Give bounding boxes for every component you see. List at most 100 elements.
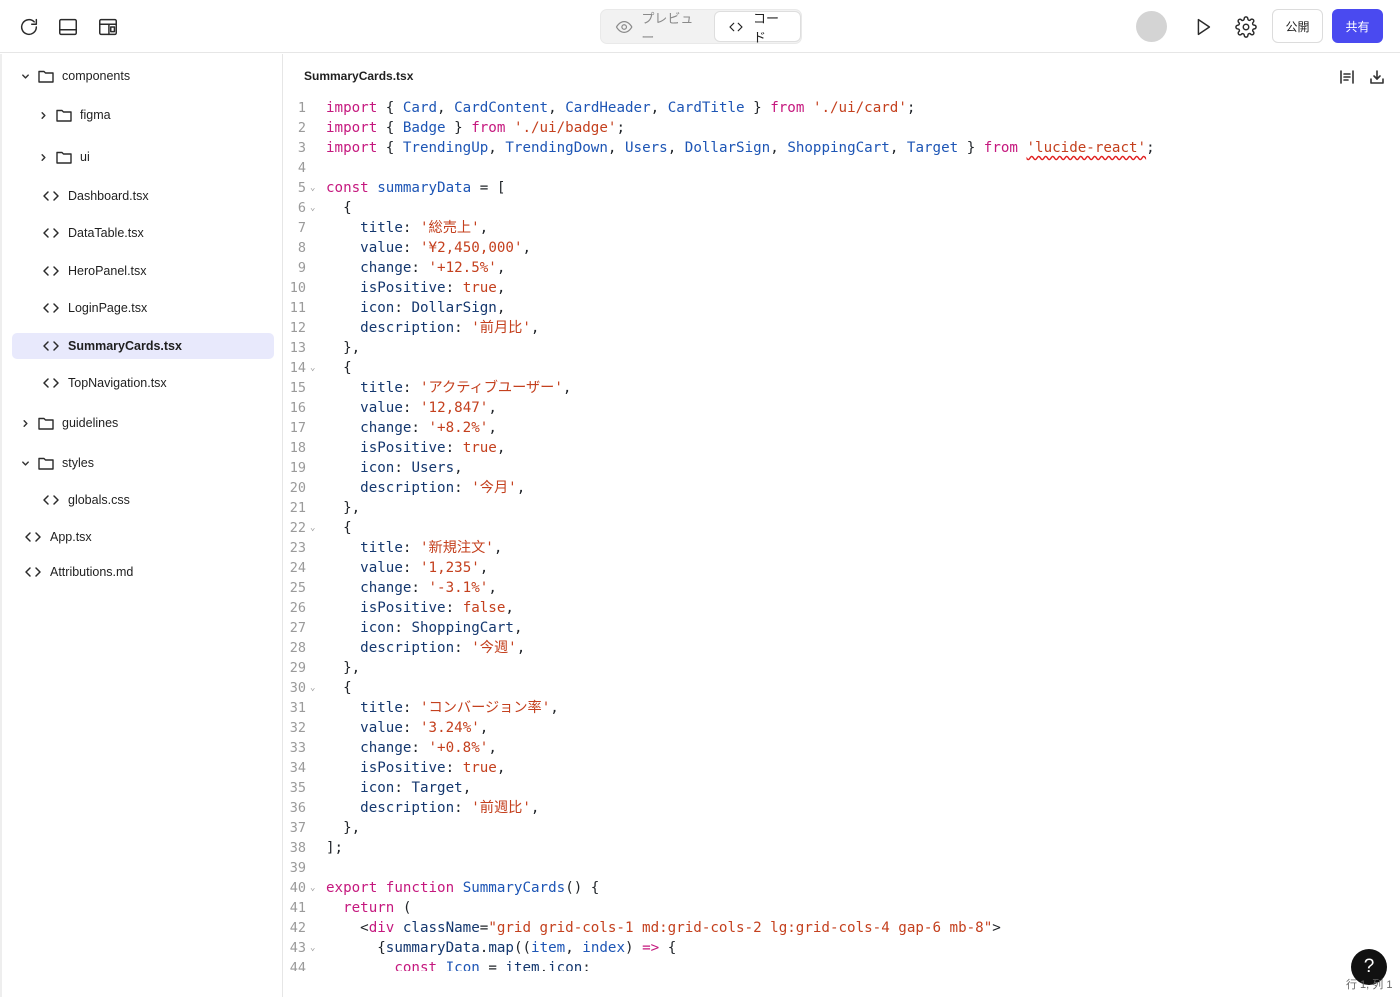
fold-chevron-icon[interactable]: ⌄ [310, 943, 316, 953]
code-token: { [326, 940, 386, 956]
fold-chevron-icon[interactable]: ⌄ [310, 183, 316, 193]
code-line[interactable]: 44 const Icon = item.icon; [284, 958, 1384, 971]
code-line[interactable]: 35 icon: Target, [284, 778, 1384, 798]
code-token: : [402, 220, 420, 236]
code-line[interactable]: 31 title: 'コンバージョン率', [284, 698, 1384, 718]
code-line[interactable]: 9 change: '+12.5%', [284, 258, 1384, 278]
publish-button[interactable]: 公開 [1272, 9, 1323, 43]
code-line[interactable]: 14⌄ { [284, 358, 1384, 378]
code-token [326, 240, 360, 256]
code-text: title: 'アクティブユーザー', [326, 378, 571, 398]
fold-chevron-icon[interactable]: ⌄ [310, 523, 316, 533]
code-line[interactable]: 16 value: '12,847', [284, 398, 1384, 418]
tree-folder-components[interactable]: components [20, 63, 275, 89]
code-line[interactable]: 4 [284, 158, 1384, 178]
play-icon[interactable] [1188, 12, 1218, 42]
code-line[interactable]: 12 description: '前月比', [284, 318, 1384, 338]
code-line[interactable]: 25 change: '-3.1%', [284, 578, 1384, 598]
code-token: true [462, 440, 497, 456]
tree-file-summarycards[interactable]: SummaryCards.tsx [12, 333, 274, 359]
fold-chevron-icon[interactable]: ⌄ [310, 203, 316, 213]
code-file-icon [42, 340, 60, 352]
code-token: { [377, 100, 403, 116]
code-line[interactable]: 22⌄ { [284, 518, 1384, 538]
tree-file-attributions[interactable]: Attributions.md [24, 559, 275, 585]
tree-folder-figma[interactable]: figma [38, 102, 275, 128]
tree-file-topnavigation[interactable]: TopNavigation.tsx [42, 370, 275, 396]
code-line[interactable]: 10 isPositive: true, [284, 278, 1384, 298]
tree-file-app[interactable]: App.tsx [24, 524, 275, 550]
code-line[interactable]: 5⌄const summaryData = [ [284, 178, 1384, 198]
code-line[interactable]: 36 description: '前週比', [284, 798, 1384, 818]
code-line[interactable]: 43⌄ {summaryData.map((item, index) => { [284, 938, 1384, 958]
code-token: change [360, 260, 412, 276]
file-explorer: components figma ui Dashboard.tsx DataTa… [0, 54, 283, 997]
code-line[interactable]: 15 title: 'アクティブユーザー', [284, 378, 1384, 398]
code-line[interactable]: 38]; [284, 838, 1384, 858]
tree-file-globals-css[interactable]: globals.css [42, 487, 275, 513]
code-line[interactable]: 11 icon: DollarSign, [284, 298, 1384, 318]
format-icon[interactable] [1336, 66, 1358, 88]
panel-bottom-icon[interactable] [53, 12, 83, 42]
code-line[interactable]: 29 }, [284, 658, 1384, 678]
refresh-icon[interactable] [14, 12, 44, 42]
code-line[interactable]: 19 icon: Users, [284, 458, 1384, 478]
share-button[interactable]: 共有 [1332, 9, 1383, 43]
code-line[interactable]: 39 [284, 858, 1384, 878]
tree-file-dashboard[interactable]: Dashboard.tsx [42, 183, 275, 209]
tree-folder-guidelines[interactable]: guidelines [20, 410, 275, 436]
tree-folder-ui[interactable]: ui [38, 144, 275, 170]
code-line[interactable]: 34 isPositive: true, [284, 758, 1384, 778]
code-line[interactable]: 42 <div className="grid grid-cols-1 md:g… [284, 918, 1384, 938]
layout-icon[interactable] [93, 12, 123, 42]
line-number: 19 [289, 460, 306, 476]
tree-file-loginpage[interactable]: LoginPage.tsx [42, 295, 275, 321]
code-token: , [513, 620, 523, 636]
fold-chevron-icon[interactable]: ⌄ [310, 883, 316, 893]
code-line[interactable]: 7 title: '総売上', [284, 218, 1384, 238]
code-line[interactable]: 40⌄export function SummaryCards() { [284, 878, 1384, 898]
line-number: 43 [289, 940, 306, 956]
code-line[interactable]: 37 }, [284, 818, 1384, 838]
code-line[interactable]: 41 return ( [284, 898, 1384, 918]
download-icon[interactable] [1366, 66, 1388, 88]
code-line[interactable]: 27 icon: ShoppingCart, [284, 618, 1384, 638]
code-line[interactable]: 6⌄ { [284, 198, 1384, 218]
tree-file-datatable[interactable]: DataTable.tsx [42, 220, 275, 246]
tree-file-heropanel[interactable]: HeroPanel.tsx [42, 258, 275, 284]
fold-chevron-icon[interactable]: ⌄ [310, 683, 316, 693]
code-line[interactable]: 17 change: '+8.2%', [284, 418, 1384, 438]
tree-folder-styles[interactable]: styles [20, 450, 275, 476]
avatar[interactable] [1136, 11, 1167, 42]
code-token [326, 480, 360, 496]
code-line[interactable]: 21 }, [284, 498, 1384, 518]
code-tab[interactable]: コード [714, 11, 801, 45]
code-line[interactable]: 28 description: '今週', [284, 638, 1384, 658]
preview-tab[interactable]: プレビュー [603, 11, 713, 45]
code-line[interactable]: 8 value: '¥2,450,000', [284, 238, 1384, 258]
gear-icon[interactable] [1231, 12, 1261, 42]
line-number: 35 [289, 780, 306, 796]
code-token: icon [360, 300, 395, 316]
code-line[interactable]: 30⌄ { [284, 678, 1384, 698]
code-token: '新規注文' [419, 540, 494, 556]
code-token [326, 380, 360, 396]
code-token: value [360, 240, 403, 256]
code-line[interactable]: 18 isPositive: true, [284, 438, 1384, 458]
fold-chevron-icon[interactable]: ⌄ [310, 363, 316, 373]
code-line[interactable]: 23 title: '新規注文', [284, 538, 1384, 558]
code-token: : [402, 720, 420, 736]
help-button[interactable]: ? [1351, 949, 1387, 985]
code-line[interactable]: 26 isPositive: false, [284, 598, 1384, 618]
code-line[interactable]: 20 description: '今月', [284, 478, 1384, 498]
code-line[interactable]: 33 change: '+0.8%', [284, 738, 1384, 758]
code-token: { [326, 200, 352, 216]
code-line[interactable]: 32 value: '3.24%', [284, 718, 1384, 738]
code-line[interactable]: 13 }, [284, 338, 1384, 358]
code-token: { [326, 360, 352, 376]
code-line[interactable]: 24 value: '1,235', [284, 558, 1384, 578]
